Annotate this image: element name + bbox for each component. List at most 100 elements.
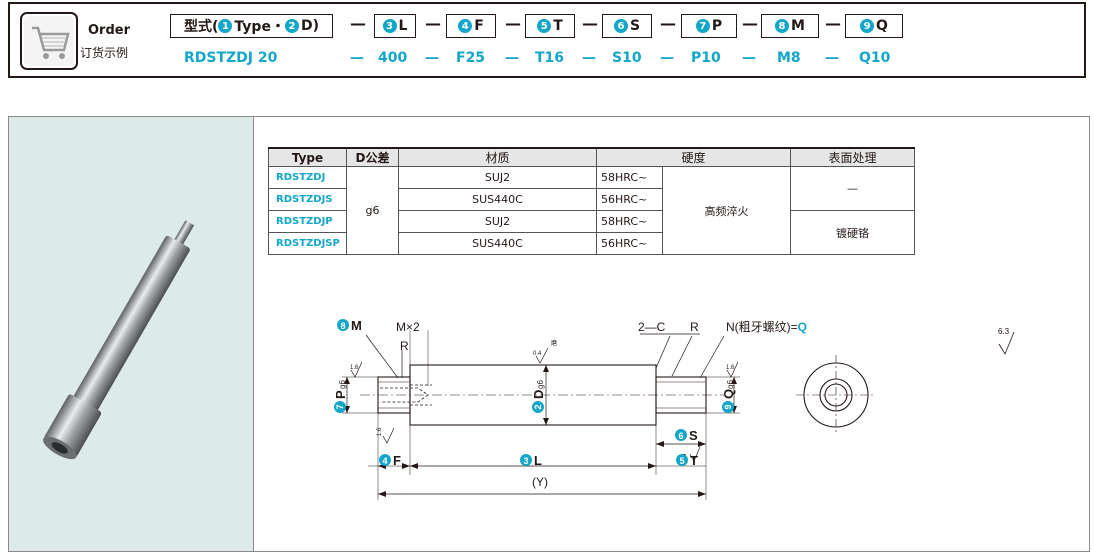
code-m-text: M <box>791 18 805 34</box>
code-q-text: Q <box>876 18 888 34</box>
code-s-text: S <box>629 18 641 34</box>
code-box-type-prefix: 型式( <box>184 19 219 35</box>
roughness-16-p: 1.6 <box>350 365 359 371</box>
order-label: Order <box>88 23 130 38</box>
label-t: T <box>690 453 698 468</box>
dim-mx2: M×2 <box>396 320 420 334</box>
roughness-63: 6.3 <box>998 327 1010 336</box>
dash-1: — <box>350 14 366 33</box>
badge-8: 8 <box>775 19 790 33</box>
hardness-cell: 56HRC~ <box>596 188 663 211</box>
hardness-cell: 56HRC~ <box>596 232 663 255</box>
dim-n-thread: N(粗牙螺纹)=Q <box>726 320 807 334</box>
code-l-text: L <box>398 18 408 34</box>
table-row: RDSTZDJSP SUS440C 56HRC~ <box>268 232 915 255</box>
label-p-tolerance: g6 <box>338 380 347 389</box>
label-d: D <box>531 390 546 399</box>
code-box-type-label: Type・ <box>234 19 285 35</box>
dash-2: — <box>425 14 441 33</box>
dim-y: (Y) <box>532 475 548 489</box>
label-s: S <box>689 428 698 443</box>
code-t-text: T <box>553 18 563 34</box>
badge-6: 6 <box>613 19 628 33</box>
type-cell: RDSTZDJ <box>268 166 347 189</box>
badge-1: 1 <box>218 19 233 33</box>
label-l: L <box>534 453 542 468</box>
surface-cell: — <box>790 166 915 211</box>
value-type-d: RDSTZDJ 20 <box>184 50 278 66</box>
badge-2: 2 <box>284 19 299 33</box>
label-q: Q <box>721 389 736 399</box>
spec-header-row: Type D公差 材质 硬度 表面处理 <box>268 147 915 167</box>
product-photo <box>9 117 253 551</box>
badge-3: 3 <box>382 19 397 33</box>
badge-2: 2 <box>533 404 543 409</box>
badge-5: 5 <box>537 19 552 33</box>
order-sublabel: 订货示例 <box>80 46 129 60</box>
value-m: M8 <box>777 50 801 66</box>
badge-4: 4 <box>382 456 387 466</box>
badge-9: 9 <box>860 19 875 33</box>
dim-2c: 2—C <box>638 320 666 334</box>
label-m: M <box>351 318 362 333</box>
code-box-type-d: 型式( 1 Type・ 2 D) <box>170 14 333 38</box>
value-dash-1: — <box>350 50 364 66</box>
label-f: F <box>393 453 401 468</box>
header-hardness: 硬度 <box>596 147 791 167</box>
dim-r-right: R <box>690 320 699 334</box>
value-l: 400 <box>378 50 408 66</box>
code-f-text: F <box>474 18 484 34</box>
value-q: Q10 <box>859 50 891 66</box>
label-p: P <box>333 390 348 399</box>
material-cell: SUJ2 <box>398 210 597 233</box>
label-q-tolerance: g6 <box>726 380 735 389</box>
badge-7: 7 <box>335 404 345 409</box>
dim-r-left: R <box>400 339 409 353</box>
type-cell: RDSTZDJS <box>268 188 347 211</box>
header-type: Type <box>268 147 347 167</box>
badge-3: 3 <box>523 456 528 466</box>
code-p-text: P <box>711 18 723 34</box>
tolerance-cell: g6 <box>346 166 399 255</box>
value-dash-4: — <box>582 50 596 66</box>
material-cell: SUS440C <box>398 188 597 211</box>
technical-drawing: M×2 R 2—C R N(粗牙螺纹)=Q (Y) 1.6 0.4 磨 1.6 … <box>333 318 1015 500</box>
type-cell: RDSTZDJP <box>268 210 347 233</box>
header-d-tolerance: D公差 <box>346 147 399 167</box>
value-t: T16 <box>535 50 565 66</box>
dash-6: — <box>742 14 758 33</box>
roughness-16-f: 1.6 <box>377 427 383 436</box>
spec-table: Type D公差 材质 硬度 表面处理 RDSTZDJ g6 SUJ2 58HR… <box>268 147 915 255</box>
label-d-tolerance: g6 <box>536 380 545 389</box>
dash-5: — <box>660 14 676 33</box>
hardness-cell: 58HRC~ <box>596 210 663 233</box>
value-dash-5: — <box>660 50 674 66</box>
value-dash-7: — <box>825 50 839 66</box>
badge-6: 6 <box>678 431 683 441</box>
table-row: RDSTZDJ g6 SUJ2 58HRC~ 高频淬火 — <box>268 166 915 255</box>
table-row: RDSTZDJP SUJ2 58HRC~ 镀硬铬 <box>268 210 915 255</box>
dash-4: — <box>582 14 598 33</box>
roughness-04: 0.4 <box>533 351 542 357</box>
type-cell: RDSTZDJSP <box>268 232 347 255</box>
shopping-cart-icon <box>20 12 78 70</box>
roughness-16-q: 1.6 <box>726 365 735 371</box>
value-p: P10 <box>691 50 721 66</box>
badge-7: 7 <box>695 19 710 33</box>
badge-5: 5 <box>679 456 684 466</box>
badge-9: 9 <box>723 404 733 409</box>
value-dash-6: — <box>742 50 756 66</box>
code-box-d-label: D) <box>300 18 319 34</box>
dash-7: — <box>825 14 841 33</box>
badge-8: 8 <box>340 321 345 331</box>
material-cell: SUS440C <box>398 232 597 255</box>
product-panel <box>8 116 1090 552</box>
value-s: S10 <box>612 50 642 66</box>
surface-cell: 镀硬铬 <box>790 210 915 255</box>
